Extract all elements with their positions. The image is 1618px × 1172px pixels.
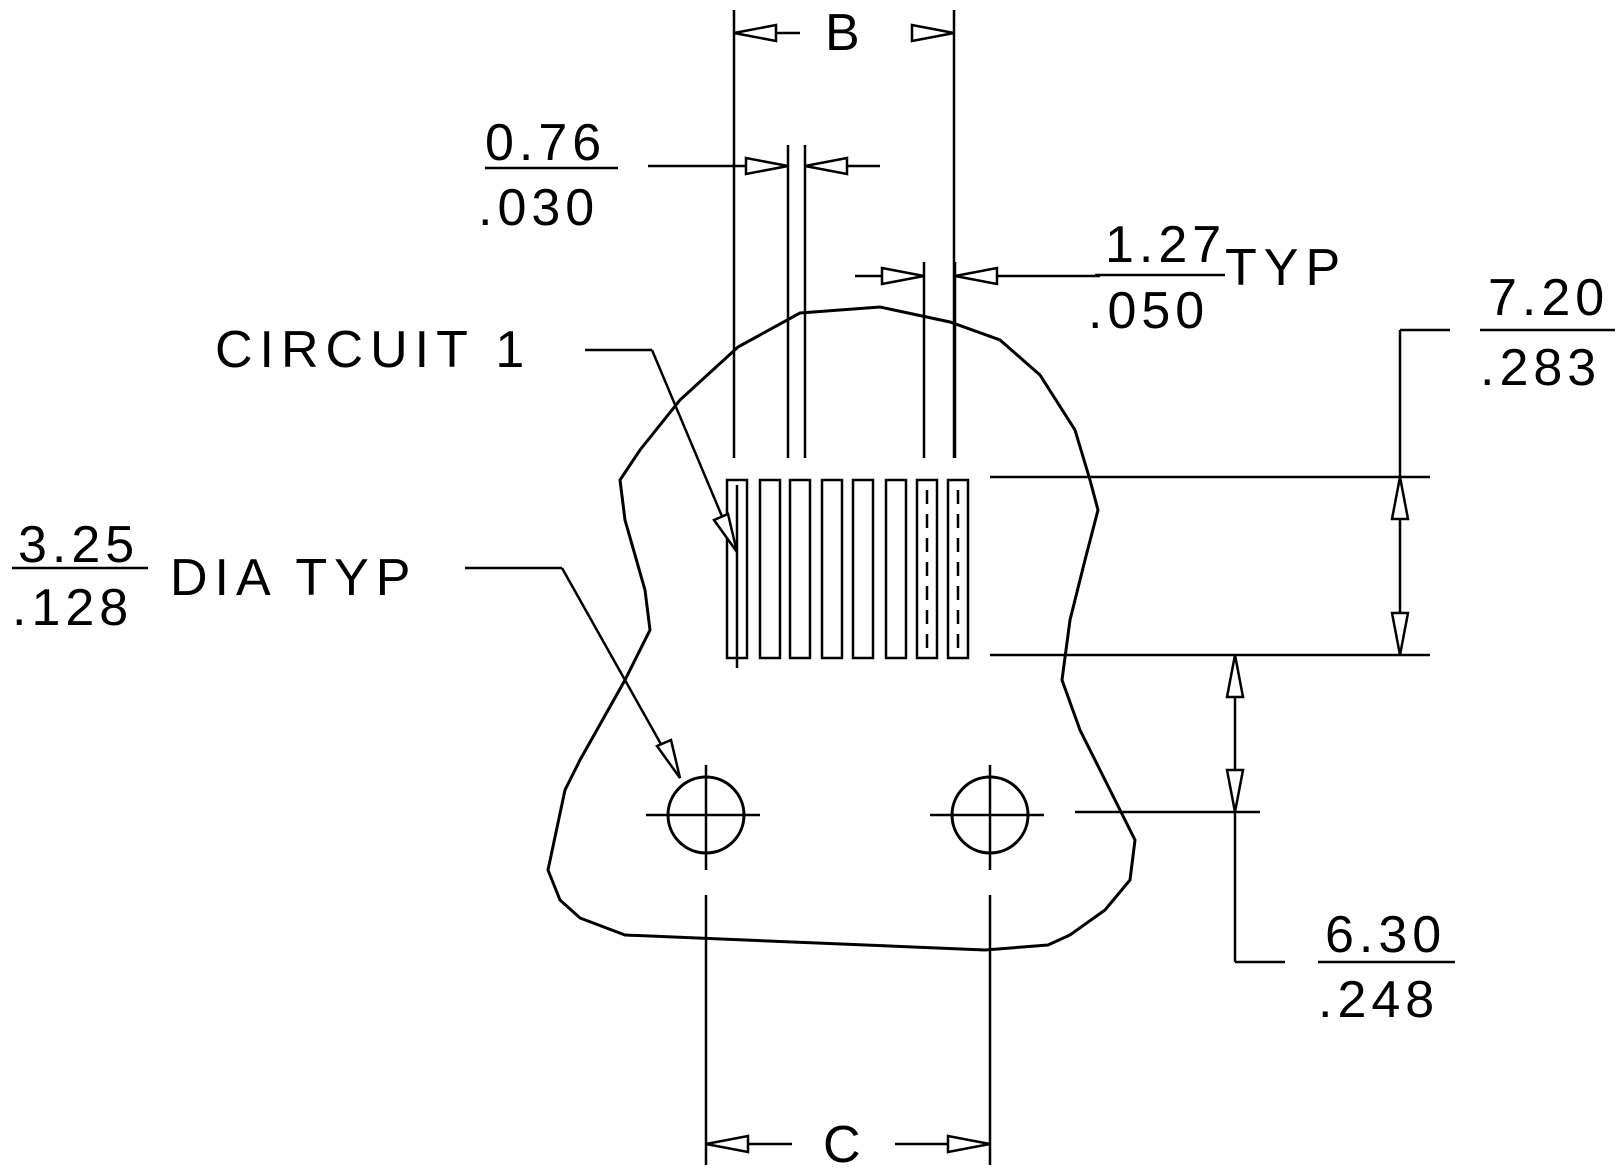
- contact-pad-8: [946, 478, 970, 660]
- hole-diameter-metric: 3.25: [18, 516, 139, 574]
- contact-row: [725, 478, 970, 668]
- mounting-hole-left: [646, 765, 760, 870]
- dimension-c: C: [704, 895, 992, 1172]
- hole-diameter-callout: 3.25 .128 DIA TYP: [12, 516, 682, 779]
- hole-diameter-imperial: .128: [12, 579, 133, 637]
- dimension-row-to-hole: 6.30 .248: [1075, 654, 1455, 1029]
- dimension-contact-length: 7.20 .283: [990, 269, 1615, 657]
- contact-pad-4: [820, 478, 844, 660]
- connector-body-outline: [546, 305, 1137, 952]
- contact-length-metric: 7.20: [1488, 269, 1609, 327]
- mounting-hole-right: [930, 765, 1044, 870]
- dimension-b: B: [732, 4, 956, 458]
- circuit-one-callout: CIRCUIT 1: [215, 321, 739, 553]
- dimension-contact-pitch: 1.27 .050 TYP: [855, 216, 1347, 458]
- contact-pad-2: [758, 478, 782, 660]
- contact-length-imperial: .283: [1480, 339, 1601, 397]
- contact-pitch-imperial: .050: [1088, 282, 1209, 340]
- contact-width-metric: 0.76: [485, 114, 606, 172]
- contact-pad-3: [788, 478, 812, 660]
- contact-pad-6: [884, 478, 908, 660]
- dimension-b-label: B: [825, 4, 867, 62]
- contact-pad-7: [915, 478, 939, 660]
- hole-diameter-suffix: DIA TYP: [170, 549, 417, 607]
- row-to-hole-metric: 6.30: [1325, 906, 1446, 964]
- dimension-c-label: C: [823, 1116, 868, 1172]
- contact-width-imperial: .030: [478, 179, 599, 237]
- row-to-hole-imperial: .248: [1318, 971, 1439, 1029]
- circuit-one-label: CIRCUIT 1: [215, 321, 531, 379]
- contact-pitch-metric: 1.27: [1105, 216, 1226, 274]
- contact-pad-5: [851, 478, 875, 660]
- contact-pitch-suffix: TYP: [1225, 239, 1347, 297]
- dimension-contact-width: 0.76 .030: [478, 114, 880, 458]
